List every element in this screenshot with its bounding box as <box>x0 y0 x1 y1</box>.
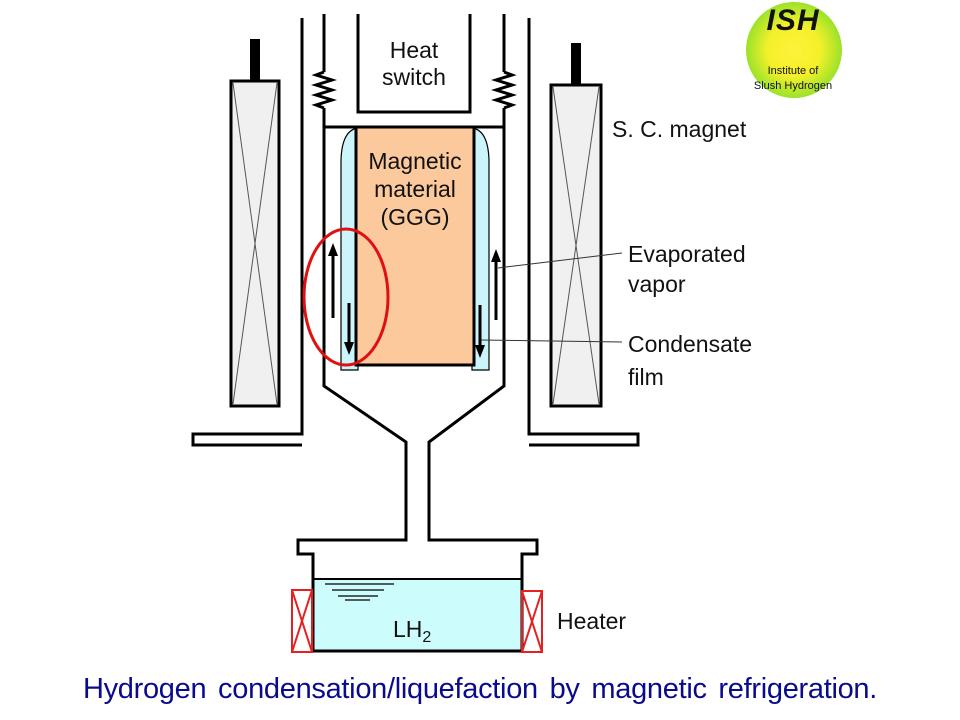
logo-subtitle-line2: Slush Hydrogen <box>753 80 833 92</box>
liquid-hydrogen <box>313 579 522 650</box>
condensate-film-label-line2: film <box>628 364 664 390</box>
leader-line-evaporated-vapor <box>497 252 623 269</box>
sc-magnet-right <box>549 43 603 408</box>
arrow-up-icon <box>328 243 338 256</box>
bellows-right-icon <box>490 70 518 110</box>
lh2-label-main: LH <box>393 616 423 642</box>
heater-label: Heater <box>557 608 627 634</box>
lh2-label-subscript: 2 <box>422 629 432 646</box>
condensate-film-label-line1: Condensate <box>628 331 753 357</box>
magnetic-material-label-line3: (GGG) <box>380 204 450 230</box>
heat-switch-label-line1: Heat <box>389 37 439 63</box>
condensate-film-left <box>340 127 359 371</box>
magnetic-material-label-line2: material <box>374 176 456 202</box>
liquid-level-symbol <box>325 583 394 601</box>
flow-arrows <box>328 243 501 358</box>
sc-magnet-left <box>229 39 281 408</box>
evaporated-vapor-label-line1: Evaporated <box>628 241 746 267</box>
magnetic-material-block <box>354 125 476 367</box>
heater-left <box>291 589 313 653</box>
condensate-film-right <box>471 127 490 371</box>
logo-title: ISH <box>766 4 820 37</box>
coil-cross-line <box>552 86 600 405</box>
heat-switch-label-line2: switch <box>382 64 446 90</box>
arrow-down-icon <box>475 345 485 358</box>
sc-magnet-label: S. C. magnet <box>612 116 747 142</box>
arrow-down-icon <box>344 342 354 355</box>
ish-logo: ISH Institute of Slush Hydrogen <box>732 2 854 102</box>
bellows-left-icon <box>310 70 338 110</box>
coil-cross-line <box>232 82 278 405</box>
arrow-up-icon <box>491 249 501 262</box>
heat-switch-box <box>356 14 472 114</box>
logo-subtitle-line1: Institute of <box>767 65 819 77</box>
leader-line-condensate-film <box>480 339 623 343</box>
highlight-ellipse <box>302 227 390 367</box>
cryostat-outer-wall <box>191 18 640 447</box>
magnet-lead-left <box>250 39 260 81</box>
evaporated-vapor-label-line2: vapor <box>628 271 686 297</box>
logo-circle <box>746 2 842 98</box>
heater-right <box>521 590 543 653</box>
magnetic-material-label-line1: Magnetic <box>368 148 462 174</box>
figure-caption: Hydrogen condensation/liquefaction by ma… <box>82 673 878 705</box>
lh2-label: LH2 <box>393 616 431 651</box>
magnet-lead-right <box>571 43 581 85</box>
